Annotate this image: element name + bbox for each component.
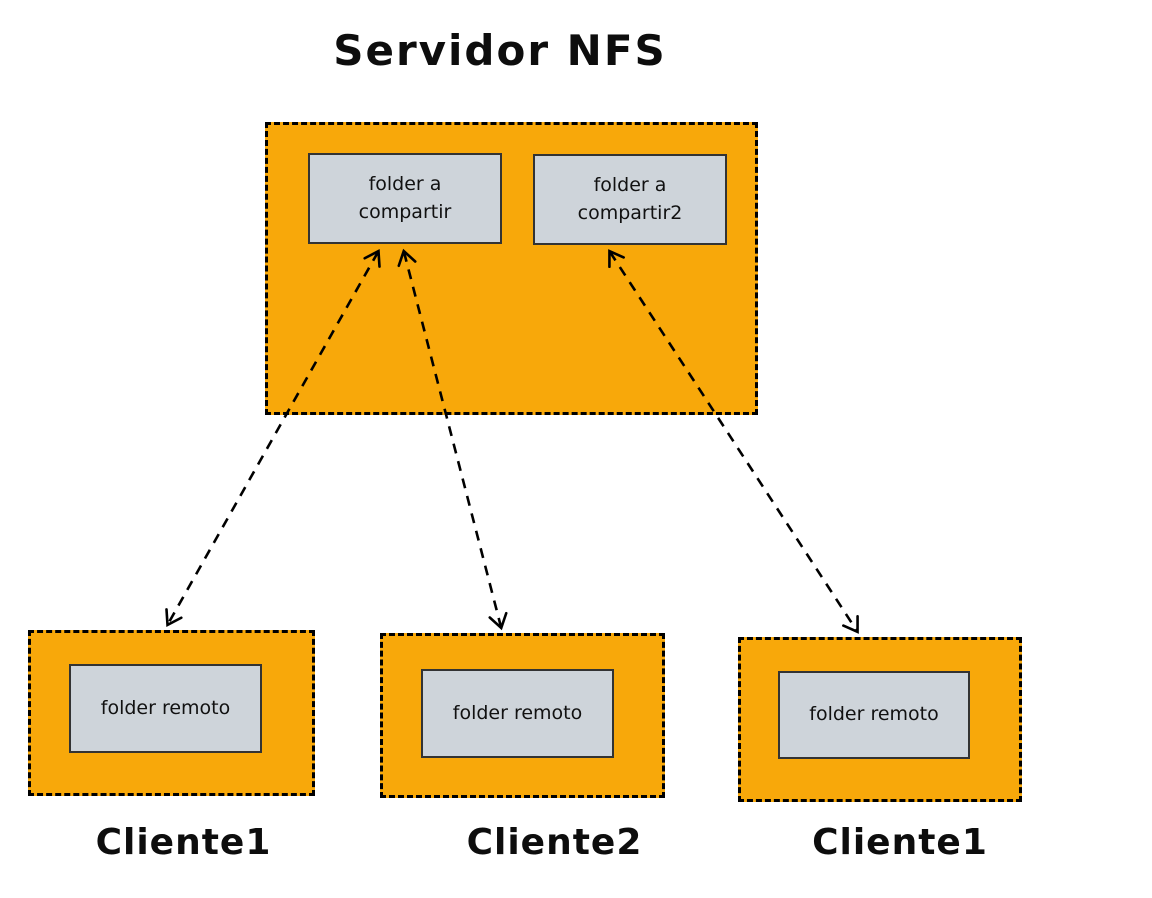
client-1-remote-folder-box: folder remoto [69, 664, 262, 753]
client-3-box: folder remoto [738, 637, 1022, 802]
shared-folder-1-box: folder a compartir [308, 153, 502, 244]
client-2-remote-folder-label: folder remoto [452, 701, 583, 724]
shared-folder-2-box: folder a compartir2 [533, 154, 727, 245]
shared-folder-2-label: folder a compartir2 [577, 173, 683, 224]
client-1-name: Cliente1 [95, 822, 272, 863]
client-1-box: folder remoto [28, 630, 315, 796]
client-2-box: folder remoto [380, 633, 665, 798]
client-3-remote-folder-label: folder remoto [809, 703, 939, 726]
client-2-name: Cliente2 [466, 822, 643, 863]
client-1-remote-folder-label: folder remoto [100, 696, 231, 719]
client-3-name: Cliente1 [812, 822, 988, 863]
nfs-server-box: folder a compartir folder a compartir2 [265, 122, 758, 415]
shared-folder-1-label: folder a compartir [358, 172, 452, 223]
client-2-remote-folder-box: folder remoto [421, 669, 614, 758]
client-3-remote-folder-box: folder remoto [778, 671, 970, 759]
diagram-title: Servidor NFS [333, 26, 667, 75]
